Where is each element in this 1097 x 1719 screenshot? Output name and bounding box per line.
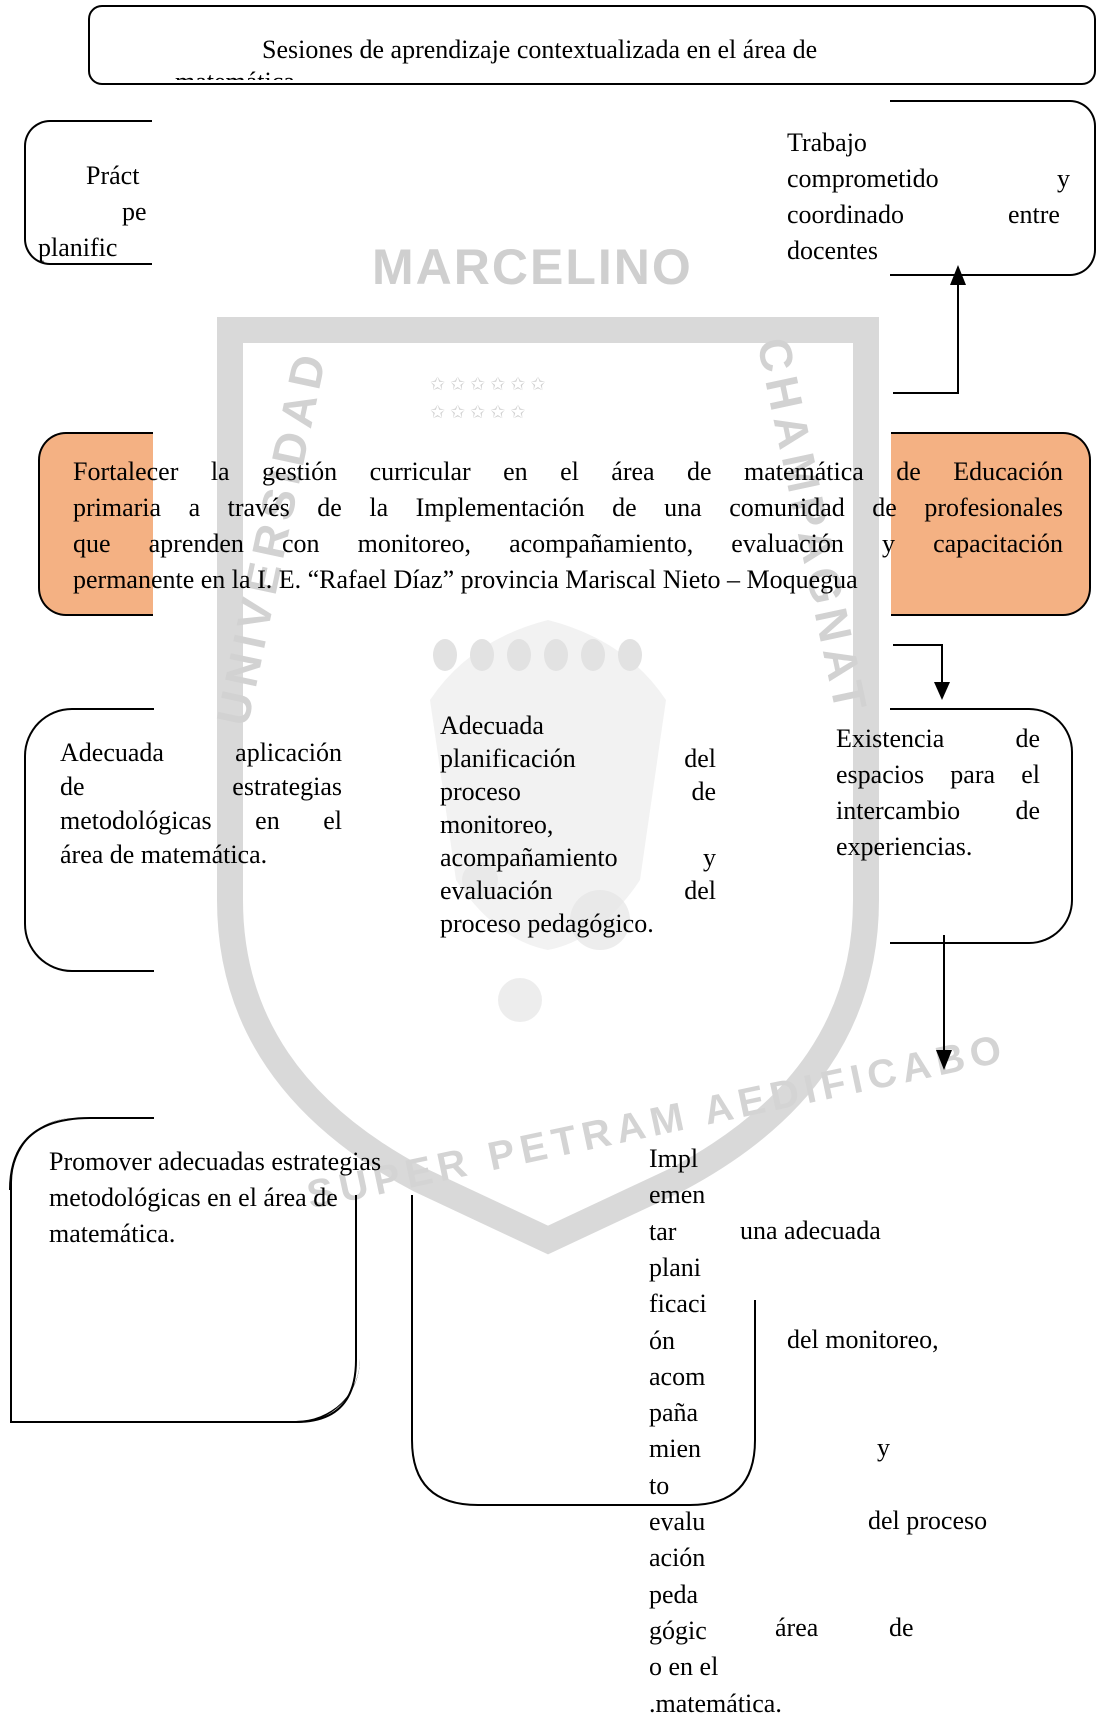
mid-right-line3: intercambio de [836, 796, 1040, 825]
bottom-right-col-line: ón [649, 1325, 675, 1355]
bottom-right-col-line: evalu [649, 1507, 706, 1536]
objective-line4: permanente en la I. E. “Rafael Díaz” pro… [73, 565, 858, 594]
arrow-down-from-objective [893, 644, 943, 690]
bottom-right-y: y [877, 1433, 890, 1462]
mid-left-line4: área de matemática. [60, 840, 268, 869]
left-box-line1: Práct [86, 161, 140, 190]
bottom-right-del-monitoreo: del monitoreo, [787, 1325, 939, 1354]
bottom-right-col-line: ficaci [649, 1289, 707, 1319]
bottom-right-col-line: to [649, 1470, 670, 1500]
top-box-line1: Sesiones de aprendizaje contextualizada … [262, 35, 818, 64]
bottom-right-col-line: Impl [649, 1144, 699, 1173]
bottom-left-line3: matemática. [49, 1219, 176, 1248]
bottom-right-una-adecuada: una adecuada [740, 1216, 881, 1245]
bottom-right-area: área [775, 1613, 819, 1642]
bottom-right-col-line: gógic [649, 1615, 707, 1645]
bottom-right-col-line: o en el [649, 1652, 719, 1682]
bottom-right-col-line: mien [649, 1434, 701, 1464]
top-box-line2: matemática [175, 66, 295, 80]
left-box-line3: planific [38, 233, 118, 262]
bottom-left-line1: Promover adecuadas estrategias [49, 1147, 382, 1176]
mid-right-box [890, 708, 1073, 944]
left-box-line2: pe [122, 197, 147, 226]
right-box-line2a: comprometido [787, 164, 939, 193]
objective-line3: que aprenden con monitoreo, acompañamien… [73, 529, 1063, 558]
mid-left-line2: de estrategias [60, 772, 342, 801]
top-box [88, 5, 1096, 85]
bottom-right-de: de [889, 1613, 914, 1642]
connector-lines [893, 265, 966, 1070]
objective-right-fill [891, 432, 1091, 616]
right-box-line4: docentes [787, 236, 878, 265]
mid-center-line5: acompañamiento y [440, 843, 716, 872]
bottom-right-col-line: paña [649, 1398, 699, 1428]
mid-center-line4: monitoreo, [440, 810, 554, 839]
mid-center-line1: Adecuada [440, 711, 544, 740]
bottom-right-col-line: ación [649, 1543, 706, 1573]
right-box-line3a: coordinado [787, 200, 904, 229]
right-box-line2b: y [1057, 164, 1070, 193]
bottom-right-box [411, 1195, 756, 1506]
arrow-up-to-right-box [893, 272, 959, 394]
bottom-right-col-line: plani [649, 1252, 701, 1282]
bottom-right-col-line: acom [649, 1361, 706, 1391]
right-box [890, 100, 1096, 276]
bottom-left-box-arcs [9, 1117, 357, 1423]
bottom-right-col-line: emen [649, 1180, 706, 1210]
bottom-right-col-line: peda [649, 1579, 699, 1609]
mid-left-line1: Adecuada aplicación [60, 738, 342, 767]
mid-right-line1: Existencia de [836, 724, 1040, 753]
mid-center-line7: proceso pedagógico. [440, 909, 654, 938]
left-box-mask [152, 100, 292, 275]
right-box-line1: Trabajo [787, 128, 867, 157]
bottom-left-box [10, 1118, 360, 1423]
objective-line1: Fortalecer la gestión curricular en el á… [73, 457, 1063, 486]
mid-left-box [24, 708, 154, 972]
bottom-right-col-line: tar [649, 1216, 677, 1246]
mid-center-line3: proceso de [440, 777, 716, 806]
mid-center-line6: evaluación del [440, 876, 716, 905]
mid-left-line3: metodológicas en el [60, 806, 342, 835]
objective-line2: primaria a través de la Implementación d… [73, 493, 1063, 522]
right-box-line3b: entre [1008, 200, 1060, 229]
mid-right-line4: experiencias. [836, 832, 973, 861]
objective-left-fill [38, 432, 153, 616]
bottom-right-del-proceso: del proceso [868, 1506, 988, 1535]
bottom-left-line2: metodológicas en el área de [49, 1183, 338, 1212]
mid-right-line2: espacios para el [836, 760, 1040, 789]
bottom-right-col-line: .matemática. [649, 1688, 782, 1718]
mid-center-line2: planificación del [440, 744, 716, 773]
